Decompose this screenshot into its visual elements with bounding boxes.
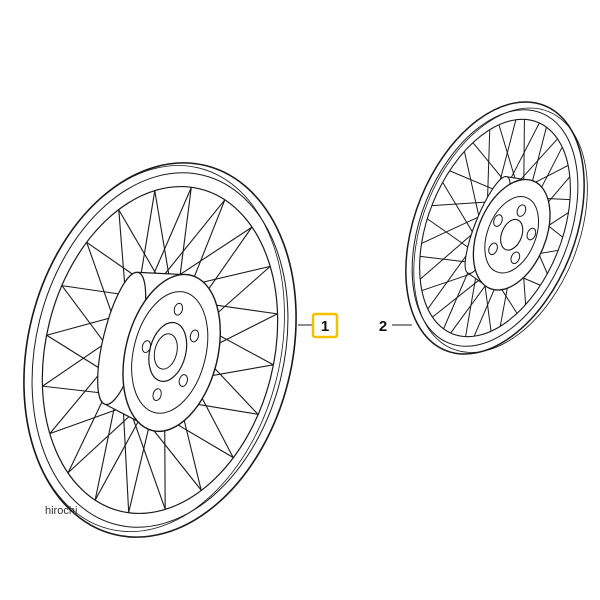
callout-1-highlight-box xyxy=(311,312,339,339)
callout-1-number: 1 xyxy=(321,318,329,335)
spoke xyxy=(419,229,478,280)
watermark-text: hirochi xyxy=(45,505,77,517)
spoke xyxy=(431,201,492,207)
spoke xyxy=(421,214,484,244)
spoke xyxy=(432,273,488,318)
rear-wheel-hub xyxy=(464,176,551,291)
spoke xyxy=(463,151,481,223)
callout-2-number: 2 xyxy=(379,318,387,335)
spoke xyxy=(154,190,172,286)
front-wheel-hub xyxy=(97,271,221,433)
spoke xyxy=(129,409,166,510)
spoke xyxy=(486,129,491,208)
spoke xyxy=(122,401,130,513)
callout-2: 2 xyxy=(379,318,412,335)
front-spoked-wheel xyxy=(23,162,297,538)
spoke xyxy=(67,411,135,474)
spoke xyxy=(442,181,476,238)
spoke xyxy=(498,124,519,188)
callout-1: 1 xyxy=(298,312,339,339)
front-wheel-rim xyxy=(23,162,297,538)
spoke xyxy=(426,218,475,252)
rear-spoked-wheel xyxy=(405,101,588,355)
spoke xyxy=(118,209,162,284)
